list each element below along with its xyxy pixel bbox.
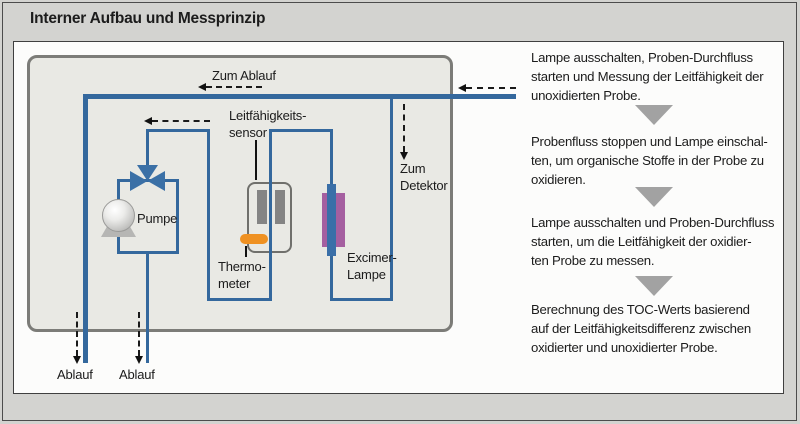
pipe-valve-feed bbox=[146, 129, 149, 169]
pipe-pump-drain bbox=[146, 251, 149, 363]
excimer-lamp-tube bbox=[327, 184, 336, 256]
pipe-pump-top bbox=[146, 129, 210, 132]
flow-step-3: Lampe ausschalten und Proben-Durchfluss … bbox=[531, 215, 775, 268]
drain-left-arrow-down-icon bbox=[73, 356, 81, 364]
pipe-sensor-bottom bbox=[207, 298, 272, 301]
electrode-bar-left bbox=[257, 190, 267, 224]
pipe-left-drain bbox=[83, 94, 88, 363]
pump-label: Pumpe bbox=[137, 211, 178, 226]
sensor-pointer-line bbox=[255, 140, 257, 180]
drain-right-arrow-dash bbox=[138, 312, 140, 356]
thermometer-bar bbox=[240, 234, 268, 244]
inlet-arrow-left-icon bbox=[458, 84, 466, 92]
flow-step-1: Lampe ausschalten, Proben-Durchfluss sta… bbox=[531, 50, 764, 103]
drain-right-arrow-down-icon bbox=[135, 356, 143, 364]
ablauf-right-label: Ablauf bbox=[119, 367, 155, 382]
detektor-arrow-dash bbox=[403, 104, 405, 152]
pipe-sensor-left bbox=[207, 129, 210, 301]
thermometer-pointer-line bbox=[245, 246, 247, 257]
thermometer-label: Thermo- meter bbox=[218, 259, 266, 291]
instrument-enclosure bbox=[27, 55, 453, 332]
flow-arrow-dash-top bbox=[206, 86, 262, 88]
flow-step-2: Probenfluss stoppen und Lampe einschal- … bbox=[531, 134, 768, 187]
pump-icon bbox=[102, 199, 135, 232]
detektor-arrow-down-icon bbox=[400, 152, 408, 160]
pipe-sensor-vertical bbox=[269, 129, 272, 301]
step-arrow-icon-2 bbox=[635, 187, 673, 207]
drain-left-arrow-dash bbox=[76, 312, 78, 356]
excimer-lamp-label: Excimer- Lampe bbox=[347, 250, 397, 282]
page-title: Interner Aufbau und Messprinzip bbox=[30, 10, 266, 27]
pump-branch-arrow-dash bbox=[152, 120, 210, 122]
zum-detektor-label: Zum Detektor bbox=[400, 161, 448, 193]
ablauf-left-label: Ablauf bbox=[57, 367, 93, 382]
pipe-lamp-bottom bbox=[330, 298, 393, 301]
step-arrow-icon-1 bbox=[635, 105, 673, 125]
flow-step-4: Berechnung des TOC-Werts basierend auf d… bbox=[531, 302, 751, 355]
electrode-bar-right bbox=[275, 190, 285, 224]
step-arrow-icon-3 bbox=[635, 276, 673, 296]
inlet-arrow-dash bbox=[466, 87, 516, 89]
pump-branch-arrow-left-icon bbox=[144, 117, 152, 125]
zum-ablauf-label: Zum Ablauf bbox=[212, 68, 276, 83]
valve-icon bbox=[130, 165, 165, 191]
flow-arrow-left-icon bbox=[198, 83, 206, 91]
pipe-main-inlet bbox=[83, 94, 516, 99]
pipe-sensor-lamp-top bbox=[269, 129, 333, 132]
pipe-right-down bbox=[390, 97, 393, 301]
sensor-label: Leitfähigkeits- sensor bbox=[229, 108, 307, 140]
